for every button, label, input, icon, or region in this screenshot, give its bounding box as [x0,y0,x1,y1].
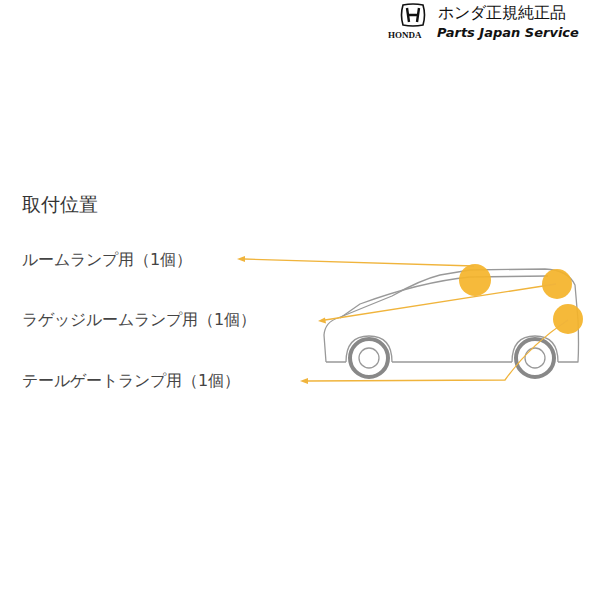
lamp-label: ラゲッジルームランプ用（1個） [22,310,256,329]
lamp-position-marks [459,264,583,334]
car-outline [324,269,579,377]
leader-lines [237,256,568,384]
honda-emblem [402,4,425,26]
brand-subtitle: Parts Japan Service [437,25,579,41]
title: 取付位置 [22,193,98,216]
lamp-label: ルームランプ用（1個） [22,250,192,269]
lamp-label: テールゲートランプ用（1個） [22,371,240,390]
brand-logo-text: HONDA [388,30,422,41]
brand-text: ホンダ正規純正品 [438,3,566,22]
